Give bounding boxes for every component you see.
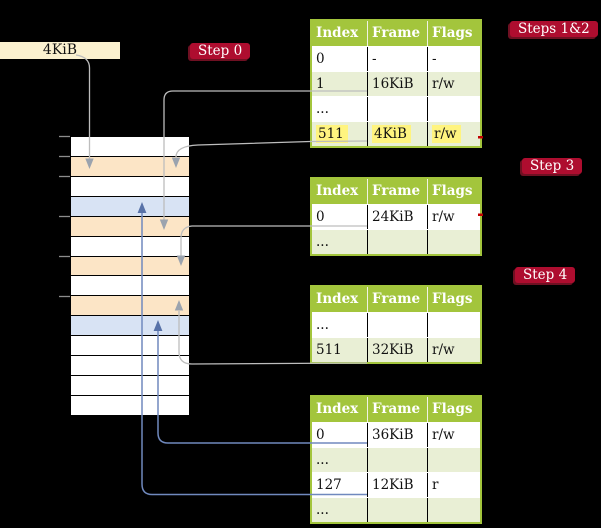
table-cell [427, 313, 480, 337]
table-cell: 511 [312, 122, 367, 146]
table-row: ... [312, 447, 480, 472]
memory-strip-row [71, 175, 189, 196]
strip-ticks [59, 135, 70, 298]
table-cell: 16KiB [367, 72, 427, 96]
memory-strip-row [71, 315, 189, 336]
table-cell: ... [316, 502, 329, 518]
table-row: ... [312, 312, 480, 337]
column-header: Flags [427, 179, 480, 204]
table-cell: ... [316, 234, 329, 250]
column-header: Index [316, 25, 359, 41]
table-cell: r [427, 473, 480, 497]
memory-strip-row [71, 295, 189, 316]
memory-strip-row [71, 255, 189, 276]
memory-strip-row [71, 137, 189, 156]
table-cell: r/w [427, 205, 480, 229]
table-cell: 127 [316, 477, 342, 493]
memory-strip-row [71, 235, 189, 256]
memory-strip-row [71, 275, 189, 296]
table-row: ... [312, 229, 480, 254]
column-header: Frame [367, 397, 427, 422]
column-header: Flags [427, 287, 480, 312]
column-header: Index [316, 291, 359, 307]
memory-strip-row [71, 355, 189, 376]
table-cell: 0 [316, 427, 325, 443]
table-cell [427, 448, 480, 472]
table-cell: - [427, 47, 480, 71]
table-cell: 0 [316, 209, 325, 225]
column-header: Flags [427, 397, 480, 422]
page-size-label: 4KiB [0, 42, 120, 59]
badge-step-0: Step 0 [190, 43, 251, 59]
column-header: Index [316, 401, 359, 417]
table-cell: 36KiB [367, 423, 427, 447]
column-header: Frame [367, 21, 427, 46]
table-row: 0 -- [312, 46, 480, 71]
table-cell: r/w [427, 72, 480, 96]
table-cell [367, 230, 427, 254]
table-cell: 24KiB [367, 205, 427, 229]
table-cell [367, 97, 427, 121]
table-cell: - [367, 47, 427, 71]
memory-strip-row [71, 195, 189, 216]
table-cell [427, 498, 480, 522]
table-cell: 32KiB [367, 338, 427, 362]
badge-step-4: Step 4 [515, 267, 576, 283]
badge-step-3: Step 3 [522, 158, 583, 174]
table-cell: r/w [427, 423, 480, 447]
table-cell: r/w [427, 122, 480, 146]
memory-strip-row [71, 394, 189, 415]
badge-steps-1-2: Steps 1&2 [510, 21, 598, 37]
column-header: Frame [367, 287, 427, 312]
table-cell: r/w [427, 338, 480, 362]
memory-strip-row [71, 335, 189, 356]
table-cell [367, 313, 427, 337]
memory-strip-row [71, 375, 189, 395]
table-cell: ... [316, 101, 329, 117]
table-cell: 12KiB [367, 473, 427, 497]
table-cell: ... [316, 317, 329, 333]
column-header: Flags [427, 21, 480, 46]
table-row: ... [312, 96, 480, 121]
table-cell [367, 448, 427, 472]
memory-strip-row [71, 155, 189, 176]
table-cell: 4KiB [367, 122, 427, 146]
table-cell: 1 [316, 76, 325, 92]
memory-strip [70, 136, 190, 416]
table-cell: 0 [316, 51, 325, 67]
table-cell: ... [316, 452, 329, 468]
table-cell [427, 230, 480, 254]
table-row: ... [312, 497, 480, 522]
column-header: Frame [367, 179, 427, 204]
memory-strip-row [71, 215, 189, 236]
table-cell [427, 97, 480, 121]
column-header: Index [316, 183, 359, 199]
table-cell: 511 [316, 342, 342, 358]
table-cell [367, 498, 427, 522]
